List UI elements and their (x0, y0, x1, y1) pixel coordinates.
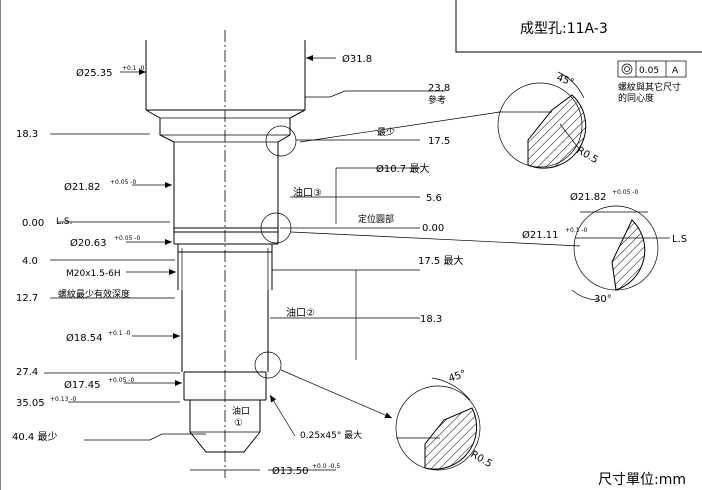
units-label: 尺寸單位:mm (598, 472, 686, 488)
right-dimensions (190, 55, 581, 471)
detail-view-b (395, 377, 481, 471)
dim-21-82: Ø21.82 (64, 181, 101, 193)
detail-a-radius: R0.5 (575, 145, 600, 166)
gdt-tolerance: 0.05 (639, 66, 659, 76)
dim-4-0: 4.0 (22, 256, 38, 267)
dim-18-3: 18.3 (16, 129, 38, 140)
gdt-note-1: 螺紋與其它尺寸 (618, 81, 681, 93)
dim-40-4: 40.4 最少 (12, 431, 57, 443)
dim-12-7: 12.7 (16, 293, 38, 304)
dim-35-05-tol: +0.13 -0 (50, 396, 76, 403)
dim-chamfer: 0.25x45° 最大 (300, 429, 362, 441)
dim-21-82-tol: +0.05 -0 (110, 179, 136, 186)
left-dimensions (44, 69, 206, 441)
concentricity-icon (621, 63, 633, 75)
dim-31-8: Ø31.8 (342, 53, 372, 65)
detail-ls-21-82: Ø21.82 (570, 191, 607, 203)
detail-b-angle: 45° (447, 368, 467, 384)
dim-locate: 定位圓部 (358, 213, 394, 225)
detail-ls-angle: 30° (594, 294, 612, 305)
oil-port-1: 油口 (232, 405, 250, 417)
detail-b-radius: R0.5 (469, 449, 494, 470)
dim-5-6: 5.6 (426, 193, 442, 204)
oil-port-1-num: ① (234, 418, 243, 429)
gdt-frame: 0.05 A 螺紋與其它尺寸 的同心度 (617, 60, 687, 104)
dim-20-63: Ø20.63 (70, 237, 107, 249)
gdt-datum: A (672, 66, 679, 76)
detail-view-ls (571, 205, 670, 301)
dim-0-00-right: 0.00 (422, 223, 444, 234)
dim-18-3-right: 18.3 (420, 314, 442, 325)
title-block: 成型孔:11A-3 (455, 0, 702, 53)
oil-port-2: 油口② (286, 306, 315, 319)
dim-27-4: 27.4 (16, 367, 38, 378)
detail-ls-21-82-tol: +0.05 -0 (612, 189, 638, 196)
gdt-note-2: 的同心度 (618, 92, 654, 104)
dim-17-45: Ø17.45 (64, 379, 101, 391)
dim-25-35: Ø25.35 (76, 67, 113, 79)
detail-a-angle: 45° (555, 72, 575, 88)
part-profile (145, 40, 306, 453)
dim-23-8: 23.8 (428, 83, 450, 94)
dim-ls: L.S. (56, 217, 72, 227)
oil-port-3: 油口③ (293, 186, 322, 199)
dim-25-35-tol: +0.1 -0 (122, 65, 145, 72)
detail-ls-21-11-tol: +0.1 -0 (565, 227, 588, 234)
detail-ls-label: L.S (672, 234, 687, 245)
dim-ref: 參考 (428, 94, 446, 106)
dim-20-63-tol: +0.05 -0 (114, 235, 140, 242)
dimension-labels: Ø25.35 +0.1 -0 Ø31.8 23.8 參考 18.3 最少 17.… (12, 53, 463, 477)
dim-17-5-max: 17.5 最大 (418, 254, 463, 267)
thread-spec: M20x1.5-6H (66, 269, 121, 279)
detail-circle-top (265, 125, 297, 157)
dim-10-7: Ø10.7 最大 (376, 162, 429, 175)
part-title: 成型孔:11A-3 (520, 21, 608, 37)
detail-ls-21-11: Ø21.11 (522, 229, 559, 241)
detail-circle-bottom (254, 351, 282, 379)
dim-17-45-tol: +0.05 -0 (108, 377, 134, 384)
thread-depth: 螺紋最少有效深度 (58, 288, 130, 300)
dim-0-00: 0.00 (22, 218, 44, 229)
dim-18-54: Ø18.54 (66, 332, 103, 344)
dim-13-50: Ø13.50 (272, 465, 309, 477)
dim-35-05: 35.05 (16, 398, 45, 409)
dim-18-54-tol: +0.1 -0 (108, 330, 131, 337)
dim-13-50-tol: +0.0 -0.5 (312, 463, 340, 470)
dim-min: 最少 (377, 127, 395, 138)
detail-view-a (497, 71, 587, 169)
dim-17-5: 17.5 (428, 136, 450, 147)
